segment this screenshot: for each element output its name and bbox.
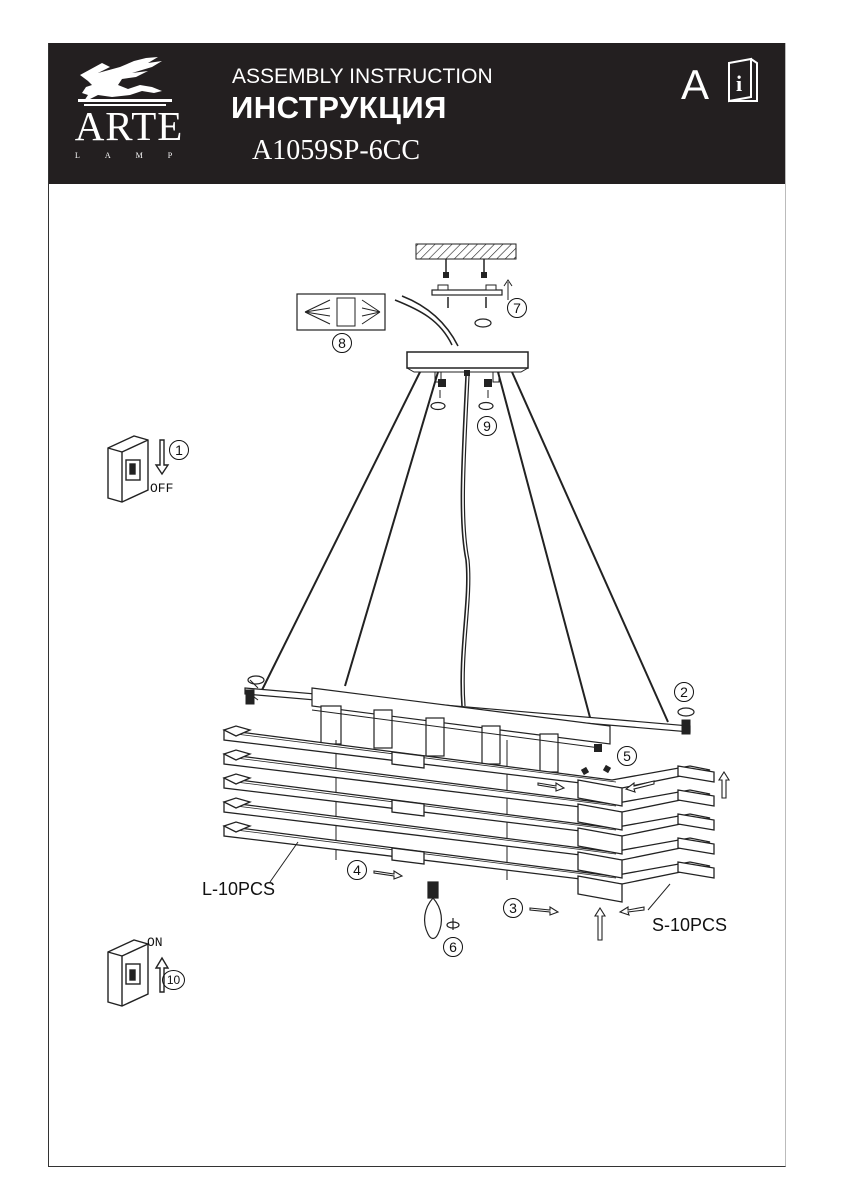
- step-10-badge: 10: [162, 970, 185, 990]
- long-slat-leader: [269, 841, 299, 883]
- suspension-cables: [261, 371, 669, 741]
- griffin-logo-icon: [78, 57, 172, 106]
- model-number: A1059SP-6CC: [252, 135, 421, 166]
- short-slat-leader: [647, 883, 671, 911]
- page-frame: [48, 43, 786, 1167]
- info-book-icon: i: [728, 57, 758, 103]
- switch-off-label: OFF: [150, 481, 174, 496]
- info-letter: A: [681, 61, 710, 108]
- wire-connector-box: [296, 293, 459, 347]
- switch-on-label: ON: [147, 935, 163, 950]
- step-2-badge: 2: [674, 682, 694, 702]
- title-russian: ИНСТРУКЦИЯ: [231, 90, 447, 125]
- wall-switch-icon: [107, 435, 170, 503]
- mounting-bracket: [431, 279, 513, 328]
- ceiling-icon: [415, 243, 517, 278]
- short-slats-label: S-10PCS: [652, 915, 728, 935]
- wall-switch-icon: [107, 939, 170, 1007]
- step-1-badge: 1: [169, 440, 189, 460]
- header-band: [48, 43, 786, 184]
- slat-frame: [222, 709, 715, 903]
- brand-name: ARTE: [74, 103, 184, 149]
- brand-subtitle: LAMP: [75, 151, 198, 160]
- top-frame: [244, 675, 695, 745]
- step-5-badge: 5: [617, 746, 637, 766]
- step-3-badge: 3: [503, 898, 523, 918]
- title-english: ASSEMBLY INSTRUCTION: [232, 65, 493, 88]
- step-9-badge: 9: [477, 416, 497, 436]
- step-4-badge: 4: [347, 860, 367, 880]
- step-6-badge: 6: [443, 937, 463, 957]
- svg-text:i: i: [736, 71, 742, 96]
- arrow-icon: [373, 770, 730, 941]
- bulb-icon: [423, 881, 460, 940]
- screw-icon: [580, 744, 612, 776]
- canopy-plate: [406, 351, 529, 411]
- step-8-badge: 8: [332, 333, 352, 353]
- step-7-badge: 7: [507, 298, 527, 318]
- long-slats-label: L-10PCS: [202, 879, 276, 899]
